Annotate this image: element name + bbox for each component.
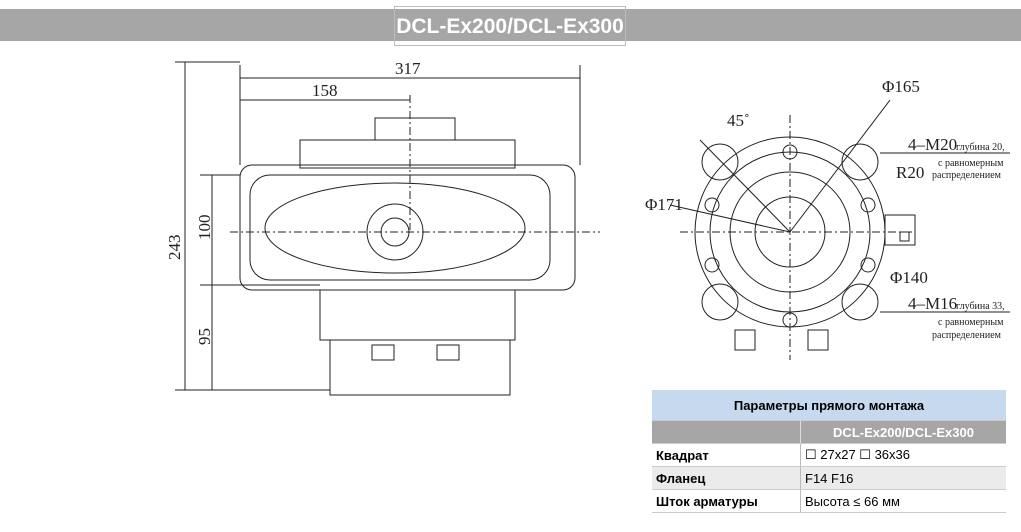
- dim-100: 100: [195, 215, 214, 241]
- dim-phi171: Φ171: [645, 195, 683, 214]
- dim-243: 243: [165, 235, 184, 261]
- note1-depth: глубина 20,: [956, 142, 1005, 153]
- dim-phi165: Φ165: [882, 77, 920, 96]
- note2-depth: глубина 33,: [956, 301, 1005, 312]
- note1-line3: распределением: [932, 170, 1002, 181]
- table-model: DCL-Ex200/DCL-Ex300: [800, 420, 1006, 444]
- table-row: Квадрат☐ 27x27 ☐ 36x36: [652, 443, 1006, 467]
- header-bar: DCL-Ex200/DCL-Ex300: [0, 6, 1021, 46]
- note2-line2: с равномерным: [938, 317, 1004, 328]
- page-title: DCL-Ex200/DCL-Ex300: [394, 6, 626, 46]
- note2-thread: 4–M16: [908, 294, 957, 313]
- side-view: 317 158 243 100 95: [165, 59, 600, 396]
- table-title: Параметры прямого монтажа: [652, 390, 1006, 421]
- mounting-params-table: Параметры прямого монтажа DCL-Ex200/DCL-…: [652, 390, 1006, 513]
- dim-317: 317: [395, 59, 421, 78]
- dim-158: 158: [312, 81, 338, 100]
- note1-thread: 4–M20: [908, 135, 957, 154]
- dim-phi140: Φ140: [890, 268, 928, 287]
- dim-angle: 45˚: [727, 111, 750, 130]
- note2-line3: распределением: [932, 330, 1002, 341]
- top-view: 45˚ Φ165 Φ171 Φ140 R20 4–M20 глубина 20,…: [645, 77, 1010, 360]
- note1-line2: с равномерным: [938, 158, 1004, 169]
- dim-r20: R20: [896, 163, 924, 182]
- dim-95: 95: [195, 328, 214, 345]
